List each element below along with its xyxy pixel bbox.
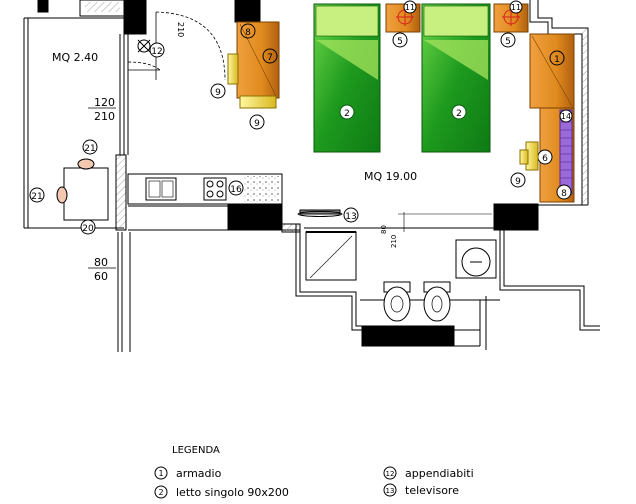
legend-num-1: 1 <box>158 469 163 478</box>
legend-text-2: letto singolo 90x200 <box>176 486 289 499</box>
bath-door-dim-top: 80 <box>380 225 388 234</box>
corridor-dim-top: 80 <box>94 256 108 269</box>
marker-chair-left-1: 9 <box>215 88 221 98</box>
wardrobe: 1 <box>529 33 575 109</box>
marker-table: 20 <box>82 224 94 234</box>
marker-tv: 13 <box>345 212 356 222</box>
bath-door-dim-bottom: 210 <box>390 235 398 248</box>
marker-lamp-right: 5 <box>505 37 511 47</box>
bidet <box>423 281 451 322</box>
marker-desk: 6 <box>542 154 548 164</box>
marker-bedside-left: 8 <box>245 28 251 38</box>
legend-text-1: armadio <box>176 467 222 480</box>
marker-bed-right: 2 <box>456 109 462 119</box>
balcony-table: 21 21 20 <box>29 139 109 235</box>
legend-text-12: appendiabiti <box>405 467 474 480</box>
marker-shelf: 7 <box>267 53 273 63</box>
marker-kitchenette: 16 <box>230 185 242 195</box>
shelf-left: 8 7 <box>236 21 280 99</box>
marker-bedside-right: 8 <box>561 189 567 199</box>
toilet <box>383 281 411 322</box>
shower <box>305 231 357 281</box>
balcony-door <box>127 61 161 71</box>
room-area-label: MQ 19.00 <box>364 170 417 183</box>
chair-right: 9 <box>510 141 539 188</box>
nightstand-right: 11 5 <box>493 0 529 48</box>
marker-chair-left-2: 9 <box>254 119 260 129</box>
walls <box>23 0 600 352</box>
chair-left: 9 9 <box>210 53 277 130</box>
legend-num-2: 2 <box>158 488 163 497</box>
legend-num-12: 12 <box>386 470 395 478</box>
legend-title: LEGENDA <box>172 445 220 456</box>
marker-bookcase: 14 <box>561 112 571 121</box>
window-dim-bottom: 210 <box>94 110 115 123</box>
washbasin <box>455 239 497 279</box>
balcony-area-label: MQ 2.40 <box>52 51 98 64</box>
marker-light-right: 11 <box>511 3 521 12</box>
nightstand-left: 11 5 <box>385 0 421 48</box>
desk-right: 14 6 8 <box>537 107 575 203</box>
marker-balcony-chair-left: 21 <box>31 192 42 202</box>
window-dim-top: 120 <box>94 96 115 109</box>
legend-text-13: televisore <box>405 484 459 497</box>
marker-chair-right: 9 <box>515 177 521 187</box>
bathroom-door: 80 210 <box>380 212 492 248</box>
marker-wardrobe: 1 <box>554 55 560 65</box>
coat-hanger: 12 <box>137 39 165 58</box>
legend-num-13: 13 <box>386 487 395 495</box>
corridor-dim-bottom: 60 <box>94 270 108 283</box>
kitchenette: 16 <box>127 173 283 207</box>
marker-lamp-left: 5 <box>397 37 403 47</box>
marker-balcony-chair-top: 21 <box>84 144 95 154</box>
marker-light-left: 11 <box>405 3 415 12</box>
marker-coat-hanger: 12 <box>151 47 162 57</box>
bed-right: 2 <box>421 3 491 153</box>
marker-bed-left: 2 <box>344 109 350 119</box>
television: 13 <box>297 207 359 223</box>
entry-door <box>155 11 226 81</box>
legend: LEGENDA 1 armadio 2 letto singolo 90x200… <box>154 445 474 499</box>
bed-left: 2 <box>313 3 381 153</box>
door-top-dimension: 210 <box>176 22 185 37</box>
